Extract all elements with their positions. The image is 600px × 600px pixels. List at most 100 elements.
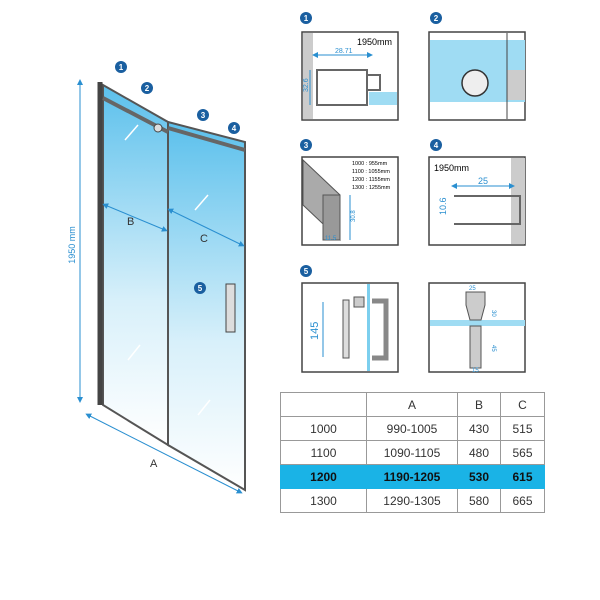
handle-pull — [372, 298, 389, 361]
table-cell: 1200 — [280, 464, 367, 489]
number-badge — [430, 139, 442, 151]
d1-height: 32.6 — [303, 78, 310, 92]
detail-3: 1000 : 955mm 1100 : 1055mm 1200 : 1155mm… — [302, 158, 391, 242]
d3-size: 1000 : 955mm — [352, 161, 388, 167]
d3-size: 1100 : 1055mm — [352, 169, 390, 175]
fixed-panel — [102, 83, 169, 447]
table-cell: 515 — [500, 416, 545, 441]
wall — [303, 33, 313, 119]
door-drawing: 1950 mm A B C — [67, 79, 246, 494]
d1-title: 1950mm — [357, 37, 392, 47]
number-badge — [197, 109, 209, 121]
top-rail — [167, 126, 246, 152]
d3-size: 1300 : 1255mm — [352, 185, 391, 191]
badge-number: 2 — [434, 14, 439, 23]
profile — [507, 70, 525, 100]
d3-size: 1200 : 1155mm — [352, 177, 390, 183]
channel-profile — [454, 195, 521, 225]
d6-w2: 15 — [472, 368, 479, 374]
badge-number: 3 — [304, 141, 309, 150]
d6-width: 25 — [469, 286, 476, 292]
d1-width: 28.71 — [335, 48, 353, 55]
detail-badges: 1 2 3 4 5 — [300, 12, 442, 277]
dim-b: B — [127, 216, 134, 228]
d5-height: 145 — [309, 322, 321, 340]
knob-outer — [465, 291, 486, 321]
glass — [367, 284, 370, 371]
handle — [225, 283, 236, 333]
d3-height: 30.8 — [351, 210, 357, 222]
dim-c-line — [167, 208, 245, 247]
badge-number: 2 — [145, 84, 150, 93]
badge-number: 1 — [304, 14, 309, 23]
table-cell: 1000 — [280, 416, 367, 441]
number-badge — [300, 265, 312, 277]
badge-number: 3 — [201, 111, 206, 120]
table-cell: 665 — [500, 488, 545, 513]
d6-h2: 45 — [490, 345, 496, 352]
number-badge — [300, 12, 312, 24]
detail-5: 145 — [309, 284, 389, 371]
badge-number: 5 — [198, 284, 203, 293]
badge-number: 4 — [434, 141, 439, 150]
table-cell: 1090-1105 — [366, 440, 458, 465]
roller-wheel — [461, 69, 489, 97]
table-cell: 480 — [457, 440, 501, 465]
glass-reflections — [124, 124, 211, 416]
number-badge — [228, 122, 240, 134]
knob-inner — [469, 325, 482, 369]
wall-profile-section — [316, 69, 381, 106]
badge-number: 5 — [304, 267, 309, 276]
detail-4: 1950mm 25 10.6 — [434, 158, 525, 244]
detail-6: 25 30 45 15 — [430, 286, 525, 374]
detail-frames — [301, 31, 526, 373]
main-badges: 1 2 3 4 5 — [115, 61, 240, 294]
table-header — [280, 392, 367, 417]
table-header: B — [457, 392, 501, 417]
glass-edge — [369, 92, 397, 105]
table-cell: 615 — [500, 464, 545, 489]
number-badge — [141, 82, 153, 94]
dim-b-line — [102, 203, 168, 232]
table-cell: 1290-1305 — [366, 488, 458, 513]
d4-title: 1950mm — [434, 163, 469, 173]
table-cell: 430 — [457, 416, 501, 441]
handle-bar — [342, 299, 350, 359]
d4-width: 25 — [478, 176, 488, 186]
table-cell: 580 — [457, 488, 501, 513]
dim-c: C — [200, 233, 208, 245]
dim-a: A — [150, 458, 158, 470]
wall — [511, 158, 525, 244]
badge-number: 4 — [232, 124, 237, 133]
table-cell: 1100 — [280, 440, 367, 465]
height-label: 1950 mm — [67, 226, 77, 264]
dim-a-line — [85, 413, 243, 494]
d6-h1: 30 — [490, 310, 496, 317]
table-cell: 565 — [500, 440, 545, 465]
table-header: A — [366, 392, 458, 417]
roller — [153, 123, 163, 133]
table-cell: 1300 — [280, 488, 367, 513]
number-badge — [194, 282, 206, 294]
number-badge — [300, 139, 312, 151]
d3-width: 11.5 — [325, 236, 337, 242]
rail-section — [322, 194, 341, 241]
detail-1: 1950mm 28.71 32.6 — [303, 33, 397, 119]
table-cell: 1190-1205 — [366, 464, 458, 489]
badge-number: 1 — [119, 63, 124, 72]
table-cell: 990-1005 — [366, 416, 458, 441]
table-header: C — [500, 392, 545, 417]
d4-height: 10.6 — [438, 197, 448, 215]
handle-mount — [353, 296, 365, 308]
detail-2 — [430, 33, 525, 119]
glass — [430, 320, 525, 326]
number-badge — [430, 12, 442, 24]
